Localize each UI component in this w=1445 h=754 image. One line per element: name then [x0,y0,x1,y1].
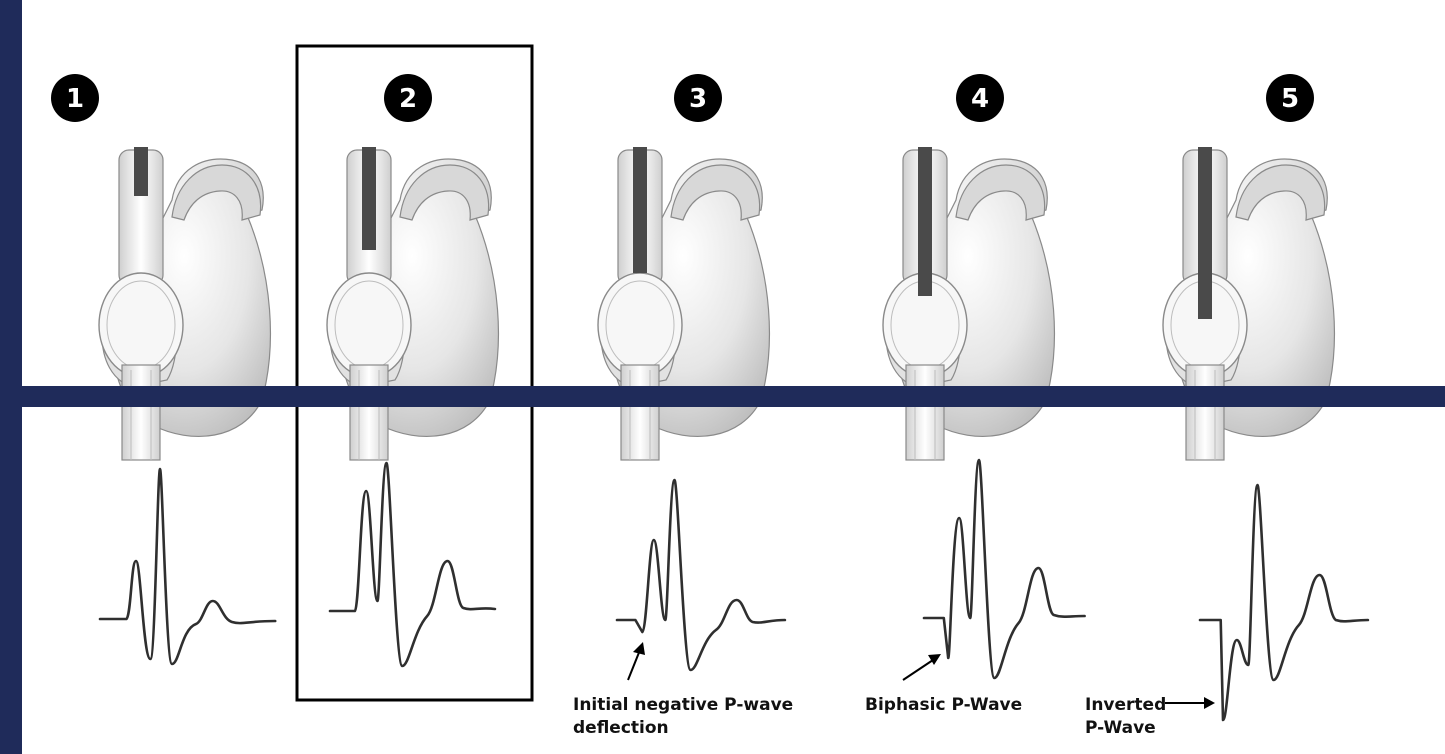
ecg-wave-5 [1200,485,1368,720]
annotation-inverted: Inverted P-Wave [1085,695,1215,738]
step-1-catheter [134,147,148,196]
ecg-wave-1 [100,469,275,664]
annotation-biphasic: Biphasic P-Wave [865,654,1022,715]
ecg-wave-4 [924,460,1085,678]
step-4-number: 4 [971,84,989,114]
step-5-number: 5 [1281,84,1299,114]
step-3-number: 3 [689,84,707,114]
step-2-heart [327,150,498,460]
step-2-catheter [362,147,376,250]
step-4-heart [883,150,1054,460]
step-1-number: 1 [66,84,84,114]
ecg-wave-2 [330,463,495,666]
annotation-initial-negative: Initial negative P-wave deflection [573,642,793,738]
step-3-catheter [633,147,647,273]
annotation-inverted-line2: P-Wave [1085,718,1156,738]
panel-divider [22,386,1445,407]
step-5-heart [1163,150,1334,460]
annotation-biphasic-label: Biphasic P-Wave [865,695,1022,715]
step-3-heart [598,150,769,460]
step-5-catheter [1198,147,1212,319]
annotation-inverted-line1: Inverted [1085,695,1166,715]
step-4-catheter [918,147,932,296]
annotation-initial-negative-line1: Initial negative P-wave [573,695,793,715]
annotation-initial-negative-line2: deflection [573,718,669,738]
ecg-waves [100,460,1368,720]
step-2-number: 2 [399,84,417,114]
ecg-wave-3 [617,480,785,670]
step-1-heart [99,150,270,460]
